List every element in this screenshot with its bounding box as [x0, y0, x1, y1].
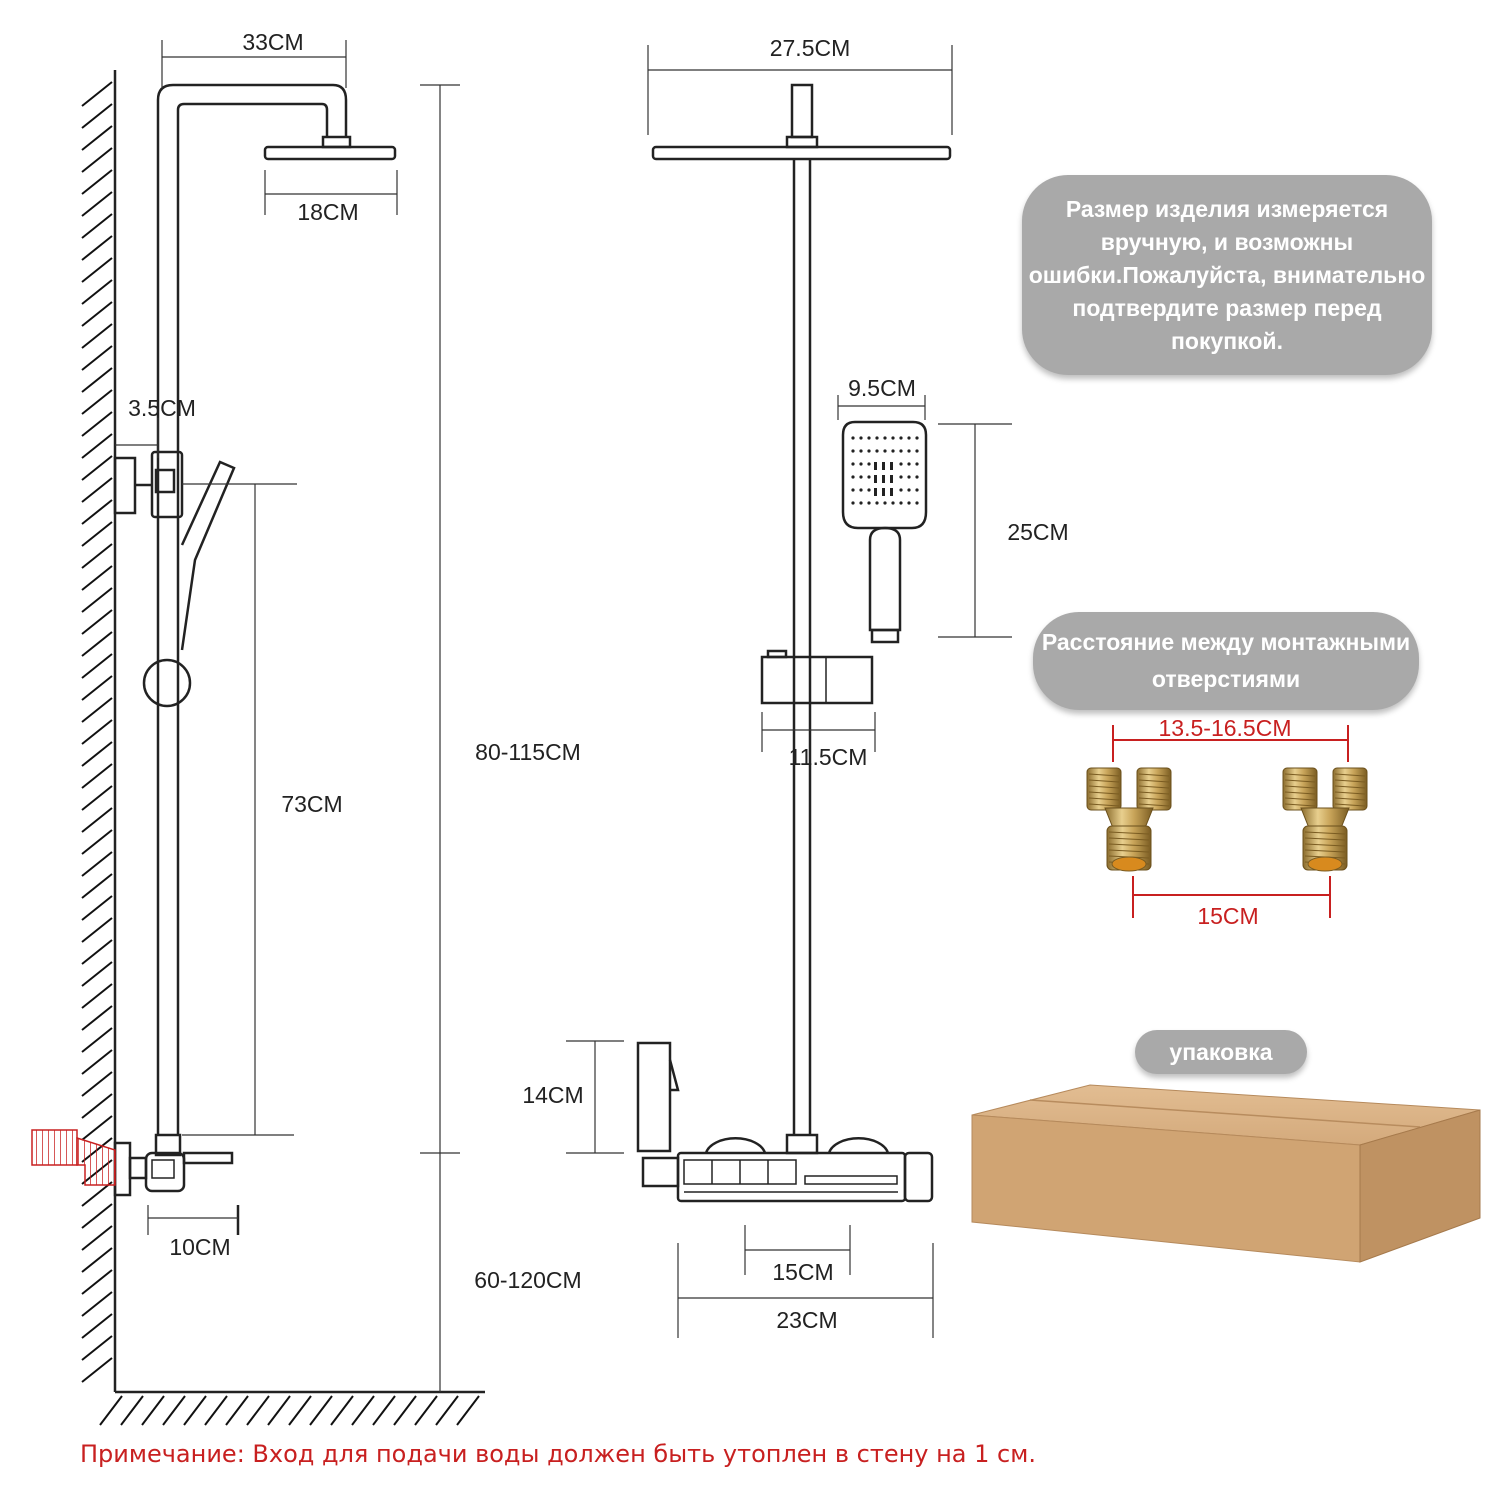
packaging-note: упаковка [1135, 1030, 1307, 1074]
wall-bracket [113, 456, 137, 515]
dim-mixer-width: 23CM [776, 1307, 837, 1333]
top-stub [790, 83, 814, 139]
hand-shower-hose-nut [870, 628, 900, 644]
inlet-elbow-red [76, 1136, 116, 1186]
head-mount [785, 135, 819, 149]
diverter-knob [142, 658, 192, 708]
dim-slide-bar: 73CM [281, 791, 342, 817]
head-connector [321, 135, 352, 149]
installation-footnote: Примечание: Вход для подачи воды должен … [80, 1440, 1036, 1468]
dim-handheld-width: 9.5CM [848, 375, 916, 401]
front-view: 27.5CM 9.5CM 25CM 11.5CM [522, 35, 1069, 1338]
dim-fitting-distance: 15CM [1197, 903, 1258, 929]
dim-holder: 11.5CM [789, 744, 868, 770]
holder-knob [154, 468, 176, 494]
dim-fitting-range: 13.5-16.5CM [1159, 715, 1292, 741]
tub-spout-bracket [636, 1041, 672, 1153]
mixer-window [151, 1159, 175, 1179]
packaging-text: упаковка [1169, 1039, 1273, 1065]
wall-hatch [81, 81, 113, 1383]
brass-fitting-icon [1086, 767, 1172, 872]
mixer-eccentric-right [827, 1137, 890, 1154]
hand-shower-face [841, 420, 928, 530]
dim-head-width: 27.5CM [770, 35, 851, 61]
dim-handheld-length: 25CM [1007, 519, 1068, 545]
cardboard-box-icon [971, 1084, 1481, 1263]
hand-shower-nozzles [851, 436, 919, 505]
inlet-nut [128, 1156, 148, 1180]
eccentric-fittings: 13.5-16.5CM 15CM [1086, 715, 1368, 929]
mixer-right-knob [903, 1151, 934, 1203]
riser-inner [176, 102, 329, 1135]
mixer-left-knob [641, 1156, 680, 1188]
dim-mixer-center: 15CM [772, 1259, 833, 1285]
floor-hatch [99, 1395, 480, 1426]
side-view: 33CM 18CM 3.5CM 73CM 80-115CM 60-120CM 1… [31, 29, 582, 1426]
lower-connector [154, 1133, 182, 1157]
measurement-warning-note: Размер изделия измеряется вручную, и воз… [1022, 175, 1432, 375]
dim-head-side: 18CM [297, 199, 358, 225]
dim-rain-arm: 33CM [242, 29, 303, 55]
spout-side [182, 1151, 234, 1165]
rain-head-front [651, 145, 952, 161]
dim-spout: 10CM [169, 1234, 230, 1260]
dim-wall-offset: 3.5CM [128, 395, 196, 421]
inlet-pipe-red [31, 1129, 78, 1166]
hand-shower-handle [868, 526, 902, 632]
mounting-holes-text: Расстояние между монтажными отверстиями [1041, 629, 1411, 692]
mixer-escutcheon [113, 1141, 132, 1197]
measurement-warning-text: Размер изделия измеряется вручную, и воз… [1028, 195, 1426, 354]
brass-fitting-icon [1282, 767, 1368, 872]
mixer-eccentric-left [704, 1137, 767, 1154]
riser-outer [156, 83, 348, 1135]
dim-bracket: 14CM [522, 1082, 583, 1108]
rain-head-side [263, 145, 397, 161]
mounting-holes-note: Расстояние между монтажными отверстиями [1033, 612, 1419, 710]
dim-inlet-floor: 60-120CM [474, 1267, 581, 1293]
dim-total-height: 80-115CM [475, 739, 581, 765]
mixer-body-side [144, 1151, 186, 1193]
holder-front [760, 655, 874, 705]
hand-shower-side [180, 460, 236, 651]
